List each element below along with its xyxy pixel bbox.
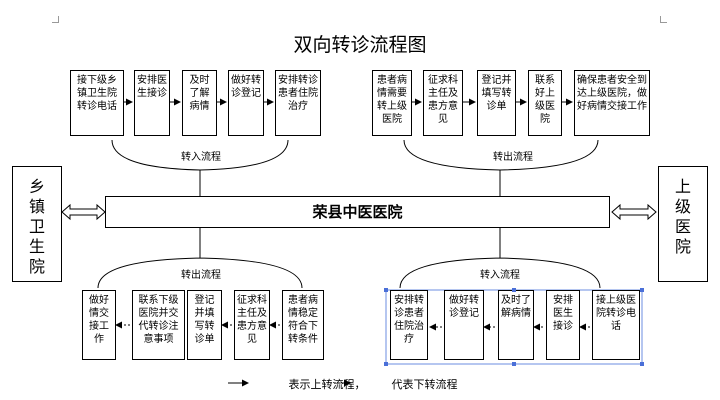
bl-box-3: 登记并填写转诊单 (187, 290, 222, 360)
tr-box-5: 确保患者安全到达上级医院，做好病情交接工作 (574, 70, 650, 136)
right-side-label: 上级医院 (674, 177, 691, 256)
top-left-label: 转入流程 (181, 152, 221, 163)
legend: 表示上转流程， 代表下转流程 (0, 376, 720, 392)
left-double-arrow (61, 203, 106, 221)
selection-handle[interactable] (384, 288, 388, 292)
diagram-title: 双向转诊流程图 (293, 34, 427, 56)
br-box-3: 及时了解病情 (498, 290, 534, 360)
tr-box-2: 征求科主任及患方意见 (423, 70, 463, 136)
br-box-2: 做好转诊登记 (444, 290, 484, 360)
right-side-box: 上级医院 (658, 166, 708, 282)
tr-box-1: 患者病情需要转上级医院 (372, 70, 412, 136)
br-box-4: 安排医生接诊 (546, 290, 580, 360)
tl-box-2: 安排医生接诊 (134, 70, 170, 136)
selection-handle[interactable] (640, 288, 644, 292)
tr-box-4: 联系好上级医院 (528, 70, 562, 136)
bottom-right-label: 转入流程 (480, 270, 520, 281)
br-box-1: 安排转诊患者住院治疗 (390, 290, 428, 360)
left-side-box: 乡镇卫生院 (12, 166, 62, 282)
bottom-left-brace (97, 228, 303, 289)
legend-solid-text: 表示上转流程， (288, 378, 366, 391)
top-left-brace (111, 139, 289, 196)
tr-box-3: 登记并填写转诊单 (477, 70, 516, 136)
left-side-label: 乡镇卫生院 (28, 177, 45, 276)
tl-box-3: 及时了解病情 (182, 70, 217, 136)
bottom-right-brace (399, 228, 601, 289)
right-double-arrow (611, 203, 657, 221)
bl-box-5: 患者病情稳定符合下转条件 (282, 290, 324, 360)
br-box-5: 接上级医院转诊电话 (592, 290, 640, 360)
tl-box-1: 接下级乡镇卫生院转诊电话 (70, 70, 124, 136)
corner-mark (660, 16, 667, 23)
bottom-left-label: 转出流程 (181, 270, 221, 281)
tl-box-5: 安排转诊患者住院治疗 (275, 70, 321, 136)
top-right-brace (403, 139, 599, 196)
selection-handle[interactable] (512, 362, 516, 366)
bl-box-1: 做好情交接工作 (82, 290, 116, 360)
legend-dotted-text: 代表下转流程 (391, 378, 458, 391)
center-hospital: 荣县中医医院 (105, 196, 610, 228)
selection-handle[interactable] (512, 288, 516, 292)
corner-mark (52, 16, 59, 23)
top-right-label: 转出流程 (493, 152, 533, 163)
selection-handle[interactable] (640, 362, 644, 366)
bl-box-2: 联系下级医院并交代转诊注意事项 (132, 290, 185, 360)
tl-box-4: 做好转诊登记 (228, 70, 264, 136)
selection-handle[interactable] (384, 362, 388, 366)
bl-box-4: 征求科主任及患方意见 (234, 290, 270, 360)
